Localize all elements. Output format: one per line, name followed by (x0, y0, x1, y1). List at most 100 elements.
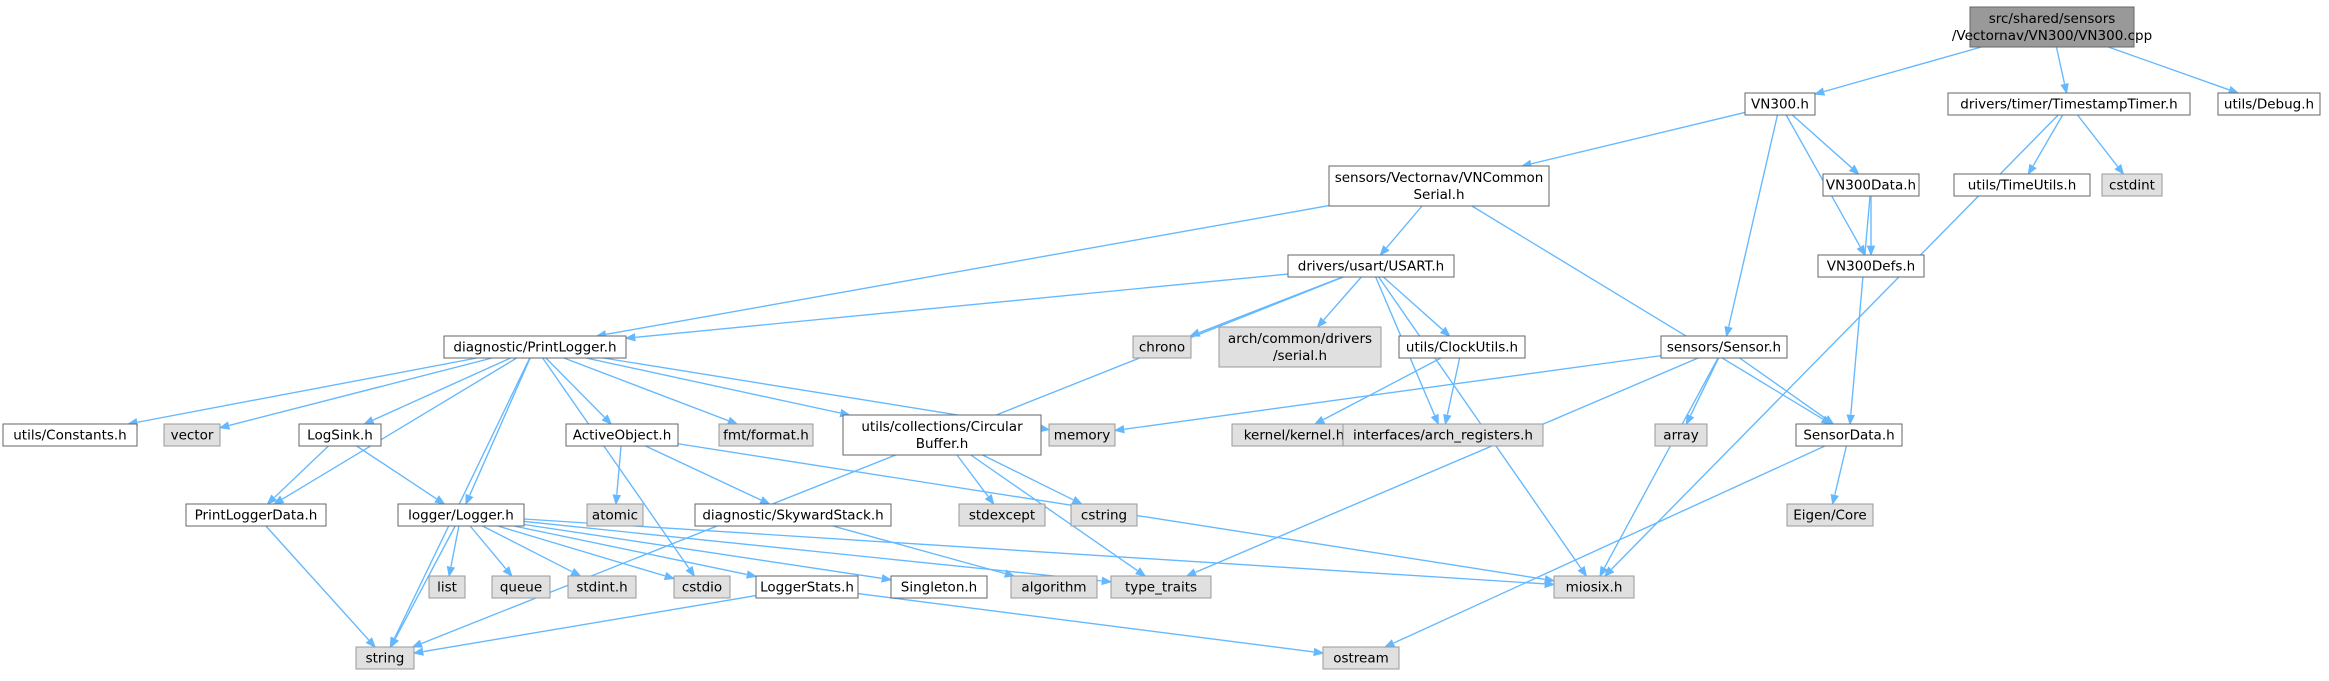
node-atomic: atomic (586, 503, 644, 527)
file-node-box (1969, 6, 2135, 48)
node-label: list (437, 580, 457, 596)
edge-line (469, 357, 531, 496)
edge-usart-to-print_logger (624, 273, 1289, 342)
node-label: ostream (1333, 651, 1389, 667)
edge-print_logger-to-fmt_format (563, 357, 739, 425)
dependency-edges (126, 46, 2240, 657)
arrowhead (1685, 413, 1695, 426)
arrowhead (412, 647, 424, 656)
edge-logger_stats-to-ostream (857, 592, 1325, 657)
edge-vncommon_serial-to-sensor_data (1471, 205, 1833, 425)
edge-line (645, 445, 762, 501)
node-label: stdexcept (969, 508, 1035, 524)
edge-line (229, 357, 493, 427)
arrowhead (1443, 413, 1452, 426)
node-clock_utils[interactable]: utils/ClockUtils.h (1398, 335, 1526, 359)
node-type_traits: type_traits (1110, 575, 1212, 599)
edge-line (1124, 354, 1662, 430)
node-timestamp_timer[interactable]: drivers/timer/TimestampTimer.h (1947, 92, 2191, 116)
edge-print_logger-to-circular_buffer (585, 357, 851, 418)
edge-print_logger-to-vector (218, 357, 493, 430)
node-utils_debug[interactable]: utils/Debug.h (2217, 92, 2321, 116)
arrowhead (2227, 85, 2240, 94)
edge-logger-to-list (446, 525, 460, 578)
node-label: drivers/usart/USART.h (1298, 259, 1444, 275)
edge-vncommon_serial-to-usart (1379, 205, 1423, 257)
arrowhead (601, 414, 613, 425)
node-time_utils[interactable]: utils/TimeUtils.h (1953, 173, 2091, 197)
file-node-box (397, 503, 525, 527)
edge-line (423, 594, 757, 653)
node-print_logger_data[interactable]: PrintLoggerData.h (185, 503, 327, 527)
edge-line (356, 445, 437, 500)
edge-line (137, 357, 478, 423)
system-header-box (1070, 503, 1138, 527)
edge-line (1823, 46, 1982, 93)
node-arch_registers: interfaces/arch_registers.h (1342, 423, 1544, 447)
arrowhead (446, 566, 456, 578)
file-node-box (1744, 92, 1816, 116)
system-header-box (586, 503, 644, 527)
node-logsink[interactable]: LogSink.h (298, 423, 382, 447)
node-sensor_data[interactable]: SensorData.h (1795, 423, 1903, 447)
node-label: drivers/timer/TimestampTimer.h (1960, 97, 2177, 113)
node-label: type_traits (1125, 580, 1197, 596)
node-utils_constants[interactable]: utils/Constants.h (2, 423, 138, 447)
node-stdexcept: stdexcept (958, 503, 1046, 527)
arrowhead (1813, 87, 1826, 96)
node-skyward_stack[interactable]: diagnostic/SkywardStack.h (694, 503, 892, 527)
node-singleton[interactable]: Singleton.h (890, 575, 988, 599)
edge-logger-to-type_traits (523, 520, 1113, 586)
edge-line (1531, 111, 1746, 165)
edge-line (1728, 114, 1779, 327)
arrowhead (726, 416, 739, 425)
arrowhead (390, 636, 399, 649)
node-logger_stats[interactable]: LoggerStats.h (755, 575, 859, 599)
system-header-box (1322, 646, 1400, 670)
node-sensor_h[interactable]: sensors/Sensor.h (1660, 335, 1788, 359)
node-active_object[interactable]: ActiveObject.h (565, 423, 679, 447)
arrowhead (363, 416, 375, 425)
node-label: Buffer.h (916, 436, 969, 452)
edge-line (469, 525, 507, 570)
node-chrono: chrono (1132, 335, 1192, 359)
arrowhead (984, 493, 995, 506)
node-vn300defs[interactable]: VN300Defs.h (1817, 254, 1925, 278)
arrowhead (1113, 424, 1125, 434)
node-usart[interactable]: drivers/usart/USART.h (1287, 254, 1455, 278)
edge-clock_utils-to-arch_registers (1443, 357, 1461, 426)
node-label: LoggerStats.h (760, 580, 854, 596)
edge-timestamp_timer-to-cstdint (2077, 114, 2125, 176)
edge-line (372, 357, 511, 421)
arrowhead (1856, 244, 1866, 257)
edge-logger-to-singleton (523, 523, 893, 583)
node-list: list (428, 575, 466, 599)
node-label: /serial.h (1273, 348, 1327, 364)
node-vn300data[interactable]: VN300Data.h (1822, 173, 1920, 197)
system-header-box (1342, 423, 1544, 447)
edge-vn300_h-to-sensor_h (1724, 114, 1779, 338)
node-miosix: miosix.h (1553, 575, 1635, 599)
node-root[interactable]: src/shared/sensors/Vectornav/VN300/VN300… (1952, 6, 2152, 48)
node-array: array (1654, 423, 1708, 447)
node-memory: memory (1048, 423, 1116, 447)
node-label: ActiveObject.h (573, 428, 672, 444)
arrowhead (1603, 566, 1615, 577)
arrowhead (1316, 317, 1327, 329)
file-node-box (298, 423, 382, 447)
node-print_logger[interactable]: diagnostic/PrintLogger.h (443, 335, 627, 359)
system-header-box (958, 503, 1046, 527)
node-vn300_h[interactable]: VN300.h (1744, 92, 1816, 116)
node-logger[interactable]: logger/Logger.h (397, 503, 525, 527)
node-label: Eigen/Core (1793, 508, 1867, 524)
arrowhead (1830, 493, 1839, 506)
arrowhead (612, 494, 622, 506)
node-label: PrintLoggerData.h (195, 508, 318, 524)
edge-line (970, 454, 1138, 572)
system-header-box (673, 575, 731, 599)
edge-line (1791, 114, 1852, 169)
system-header-box (1048, 423, 1116, 447)
file-node-box (565, 423, 679, 447)
